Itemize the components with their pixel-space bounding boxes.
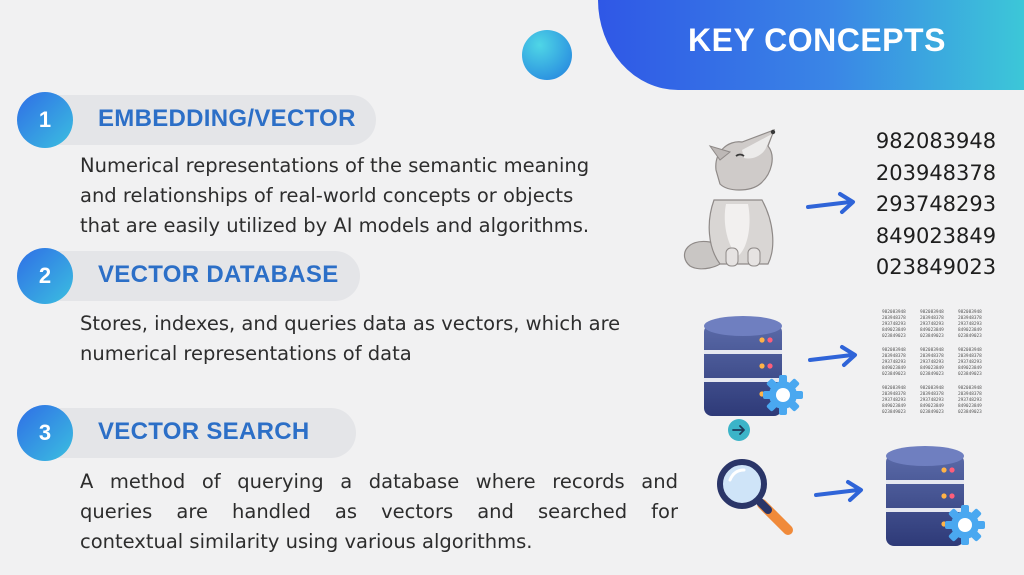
description-line: Numerical representations of the semanti…: [80, 154, 590, 177]
section-1-description: Numerical representations of the semanti…: [80, 151, 660, 241]
section-2-number: 2: [17, 248, 73, 304]
vector-grid-number: 203948378: [882, 354, 906, 359]
vector-grid-number: 293748293: [882, 398, 906, 403]
vector-grid-number: 203948378: [882, 392, 906, 397]
gear-icon: [945, 505, 985, 545]
decorative-dot-icon: [522, 30, 572, 80]
vector-grid-number: 982083948: [920, 310, 944, 315]
gear-icon: [763, 375, 803, 415]
vector-grid-number: 203948378: [920, 354, 944, 359]
title-banner: [598, 0, 1024, 90]
vector-grid-number: 293748293: [920, 360, 944, 365]
description-line: numerical representations of data: [80, 342, 412, 365]
vector-grid-number: 849023849: [920, 328, 944, 333]
vector-grid-number: 982083948: [882, 386, 906, 391]
vector-grid-number: 023849023: [882, 334, 906, 339]
vector-grid-number: 849023849: [882, 404, 906, 409]
page-title: KEY CONCEPTS: [688, 22, 946, 58]
description-line: contextual similarity using various algo…: [80, 530, 533, 553]
vector-grid-number: 982083948: [958, 348, 982, 353]
vector-number: 203948378: [875, 160, 997, 185]
description-line: queries are handled as vectors and searc…: [80, 500, 678, 523]
arrow-circle-icon: [728, 419, 750, 441]
description-line: that are easily utilized by AI models an…: [80, 214, 590, 237]
database-icon: [886, 446, 964, 546]
section-3-pill: [30, 408, 356, 458]
vector-grid-number: 203948378: [920, 316, 944, 321]
wolf-icon: [684, 128, 776, 270]
vector-grid-number: 849023849: [958, 366, 982, 371]
vector-grid-number: 849023849: [958, 328, 982, 333]
section-1-number: 1: [17, 92, 73, 148]
vector-grid-number: 023849023: [920, 334, 944, 339]
vector-grid-number: 293748293: [958, 322, 982, 327]
vector-grid-number: 023849023: [958, 372, 982, 377]
vector-number: 023849023: [875, 255, 997, 279]
section-3-heading: VECTOR SEARCH: [98, 418, 310, 445]
description-line: Stores, indexes, and queries data as vec…: [80, 312, 621, 335]
vector-grid-number: 023849023: [958, 410, 982, 415]
vector-number: 293748293: [875, 192, 997, 216]
arrow-right-icon: [814, 480, 863, 502]
section-3-number: 3: [17, 405, 73, 461]
vector-grid-number: 293748293: [920, 398, 944, 403]
section-2-pill: [30, 251, 360, 301]
vector-grid-number: 203948378: [958, 392, 982, 397]
arrow-right-icon: [806, 192, 855, 214]
vector-number: 849023849: [875, 223, 997, 248]
arrow-right-icon: [808, 345, 857, 367]
section-2-description: Stores, indexes, and queries data as vec…: [80, 309, 680, 369]
vector-grid-number: 982083948: [958, 310, 982, 315]
section-1-heading: EMBEDDING/VECTOR: [98, 105, 356, 132]
vector-grid-number: 023849023: [958, 334, 982, 339]
vector-number: 982083948: [875, 129, 997, 153]
vector-grid-number: 203948378: [882, 316, 906, 321]
vector-grid-number: 203948378: [958, 316, 982, 321]
section-3-description: A method of querying a database where re…: [80, 467, 678, 557]
vector-grid-number: 849023849: [958, 404, 982, 409]
vector-grid-number: 982083948: [882, 348, 906, 353]
magnifier-icon: [717, 459, 793, 535]
vector-grid-number: 293748293: [882, 322, 906, 327]
vector-grid-number: 293748293: [920, 322, 944, 327]
database-icon: [704, 316, 782, 416]
vector-grid-number: 849023849: [882, 366, 906, 371]
vector-grid-number: 982083948: [920, 386, 944, 391]
vector-grid-number: 849023849: [882, 328, 906, 333]
vector-grid-number: 293748293: [958, 398, 982, 403]
vector-grid-number: 023849023: [920, 410, 944, 415]
vector-grid-number: 849023849: [920, 366, 944, 371]
vector-grid-number: 023849023: [920, 372, 944, 377]
vector-grid-number: 203948378: [958, 354, 982, 359]
vector-grid-number: 203948378: [920, 392, 944, 397]
vector-grid-number: 849023849: [920, 404, 944, 409]
vector-grid-number: 982083948: [920, 348, 944, 353]
vector-number-list: 982083948 203948378 293748293 849023849 …: [866, 126, 1006, 284]
section-2-heading: VECTOR DATABASE: [98, 261, 339, 288]
description-line: A method of querying a database where re…: [80, 470, 678, 493]
vector-grid-number: 293748293: [958, 360, 982, 365]
vector-grid-number: 023849023: [882, 372, 906, 377]
vector-grid-number: 982083948: [958, 386, 982, 391]
vector-grid-number: 293748293: [882, 360, 906, 365]
vector-grid-number: 023849023: [882, 410, 906, 415]
section-1-pill: [30, 95, 376, 145]
description-line: and relationships of real-world concepts…: [80, 184, 574, 207]
vector-grid-number: 982083948: [882, 310, 906, 315]
